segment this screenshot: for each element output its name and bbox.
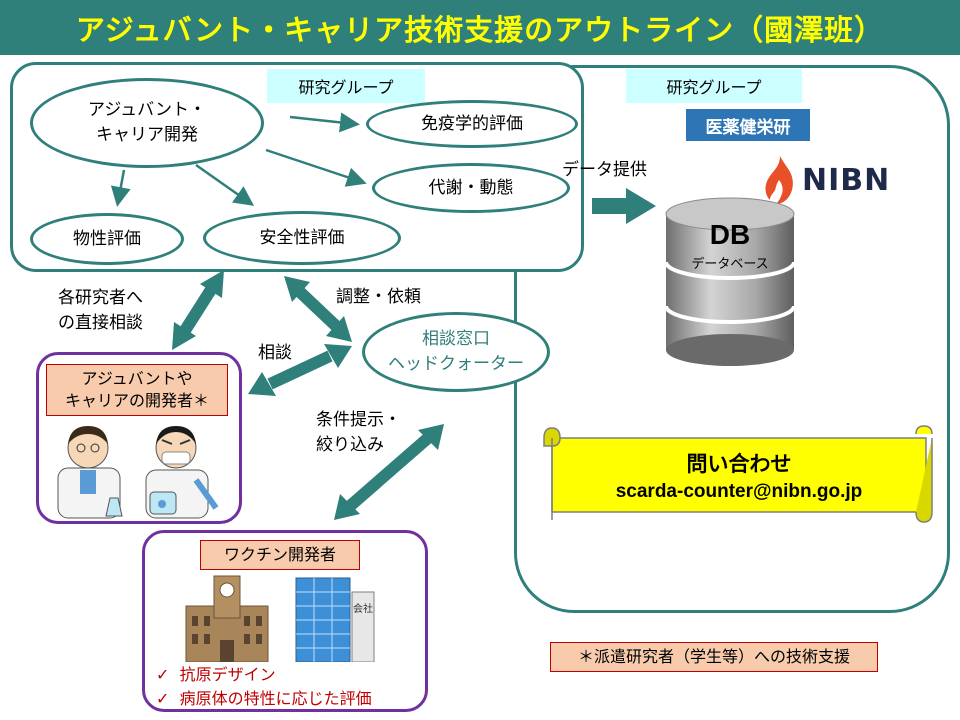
node-safety: 安全性評価 — [203, 211, 401, 265]
vaccine-item-antigen: ✓ 抗原デザイン — [156, 661, 426, 685]
flame-icon — [765, 156, 793, 204]
database-icon: DB データベース — [664, 197, 796, 366]
node-metabolism: 代謝・動態 — [372, 163, 570, 213]
label-direct-consult-line1: 各研究者へ — [58, 288, 143, 308]
researcher-icon — [145, 426, 219, 519]
vaccine-item-antigen-text: 抗原デザイン — [179, 665, 276, 684]
researcher-icon — [57, 426, 123, 519]
data-provision-label: データ提供 — [562, 160, 647, 180]
label-conditions: 条件提示・ 絞り込み — [316, 408, 436, 457]
arrowhead — [334, 494, 360, 520]
arrowhead — [324, 344, 352, 368]
title-bar: アジュバント・キャリア技術支援のアウトライン（國澤班） — [0, 0, 960, 55]
building-sign: 会社 — [353, 602, 373, 615]
page-title: アジュバント・キャリア技術支援のアウトライン（國澤班） — [75, 12, 885, 47]
researchers-illustration — [57, 426, 219, 519]
arrowhead — [248, 372, 276, 396]
footnote: ＊派遣研究者（学生等）への技術支援 — [550, 642, 878, 672]
node-adjuvant-line2: キャリア開発 — [95, 125, 198, 145]
adjuvant-developer-label-line2: キャリアの開発者＊ — [64, 391, 209, 410]
label-consult: 相談 — [258, 343, 292, 363]
org-label: 医薬健栄研 — [686, 109, 810, 141]
label-conditions-line2: 絞り込み — [316, 434, 384, 455]
label-coordination: 調整・依頼 — [336, 287, 421, 307]
right-group-label: 研究グループ — [626, 69, 802, 103]
left-group-label: 研究グループ — [267, 69, 425, 103]
node-physical: 物性評価 — [30, 213, 184, 265]
contact-email[interactable]: scarda-counter@nibn.go.jp — [615, 481, 863, 502]
arrow-coordination — [295, 287, 341, 331]
node-immunology: 免疫学的評価 — [366, 100, 578, 148]
hub-line1: 相談窓口 — [422, 329, 490, 350]
nibn-logo: NIBN — [762, 152, 910, 208]
node-adjuvant-carrier-dev: アジュバント・ キャリア開発 — [30, 78, 264, 168]
label-direct-consult: 各研究者へ の直接相談 — [58, 286, 188, 335]
org-label-text: 医薬健栄研 — [705, 117, 791, 138]
university-building-icon — [185, 575, 269, 662]
label-conditions-line1: 条件提示・ — [316, 410, 401, 430]
db-title: DB — [710, 219, 750, 250]
arrowhead — [200, 270, 224, 298]
hub-consultation-hq: 相談窓口 ヘッドクォーター — [362, 312, 550, 392]
node-adjuvant-line1: アジュバント・ — [88, 100, 206, 121]
logo-text: NIBN — [802, 162, 891, 198]
db-subtitle: データベース — [691, 256, 768, 272]
buildings-illustration: 会社 — [185, 575, 375, 662]
contact-title: 問い合わせ — [686, 452, 792, 476]
adjuvant-developer-label-line1: アジュバントや — [81, 369, 193, 389]
vaccine-developer-label: ワクチン開発者 — [200, 540, 360, 570]
company-building-icon: 会社 — [295, 577, 375, 662]
arrowhead — [326, 316, 352, 342]
vaccine-item-pathogen-text: 病原体の特性に応じた評価 — [179, 689, 372, 708]
adjuvant-developer-label: アジュバントや キャリアの開発者＊ — [46, 364, 228, 416]
arrow-direct-consult — [178, 284, 218, 336]
contact-scroll — [543, 425, 933, 523]
vaccine-item-pathogen: ✓ 病原体の特性に応じた評価 — [156, 685, 426, 709]
hub-line2: ヘッドクォーター — [388, 354, 524, 374]
arrowhead — [284, 276, 310, 302]
label-direct-consult-line2: の直接相談 — [58, 312, 143, 333]
check-icon: ✓ — [156, 665, 170, 684]
check-icon: ✓ — [156, 689, 170, 708]
